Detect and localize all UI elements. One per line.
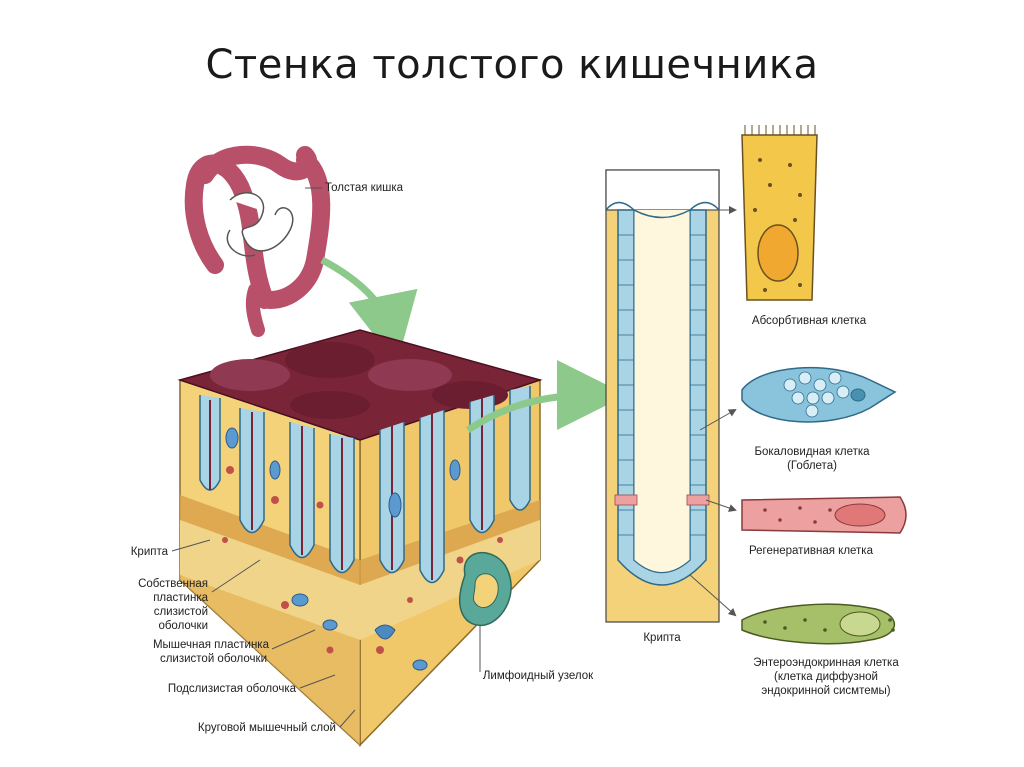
muscularis-mucosae-label-2: слизистой оболочки [160,653,267,665]
enteroendocrine-cell-label-3: эндокринной сисмтемы) [761,685,890,697]
enteroendocrine-cell-label-1: Энтероэндокринная клетка [753,657,899,669]
vessel-blue [225,427,461,671]
lymphoid-nodule-label: Лимфоидный узелок [483,670,594,682]
regenerative-cell-label: Регенеративная клетка [749,545,874,557]
crypt-detail-label: Крипта [643,632,681,644]
regenerative-cell [741,496,907,534]
muscularis-mucosae-label-1: Мышечная пластинка [153,639,270,651]
lamina-propria-label-1: Собственная [138,578,208,590]
absorptive-cell-label: Абсорбтивная клетка [752,315,867,327]
crypt-detail [605,169,720,623]
lamina-propria-label-2: пластинка [153,592,208,604]
vessel-dots [222,466,503,654]
enteroendocrine-cell-label-2: (клетка диффузной [774,671,878,683]
crypt-pointer-lines [689,206,737,617]
lymphoid-nodule [459,551,512,626]
page-title: Стенка толстого кишечника [205,42,819,88]
crypt-left-label: Крипта [131,546,169,558]
submucosa-label: Подслизистая оболочка [168,683,297,695]
lamina-propria-label-4: оболочки [158,620,208,632]
tissue-block [177,329,543,747]
colon-illustration [184,145,331,337]
goblet-cell-label-2: (Гоблета) [787,460,837,472]
goblet-cell [741,366,897,423]
lamina-propria-label-3: слизистой [154,606,208,618]
enteroendocrine-cell [741,603,896,645]
front-crypts [199,395,355,574]
arrow-colon-to-block [320,256,418,365]
left-leader-lines [171,539,481,728]
circular-muscle-label: Круговой мышечный слой [198,722,336,734]
absorptive-cell [741,125,818,301]
arrow-block-to-crypt [466,360,627,433]
goblet-cell-label-1: Бокаловидная клетка [754,446,870,458]
colon-label: Толстая кишка [325,182,404,194]
